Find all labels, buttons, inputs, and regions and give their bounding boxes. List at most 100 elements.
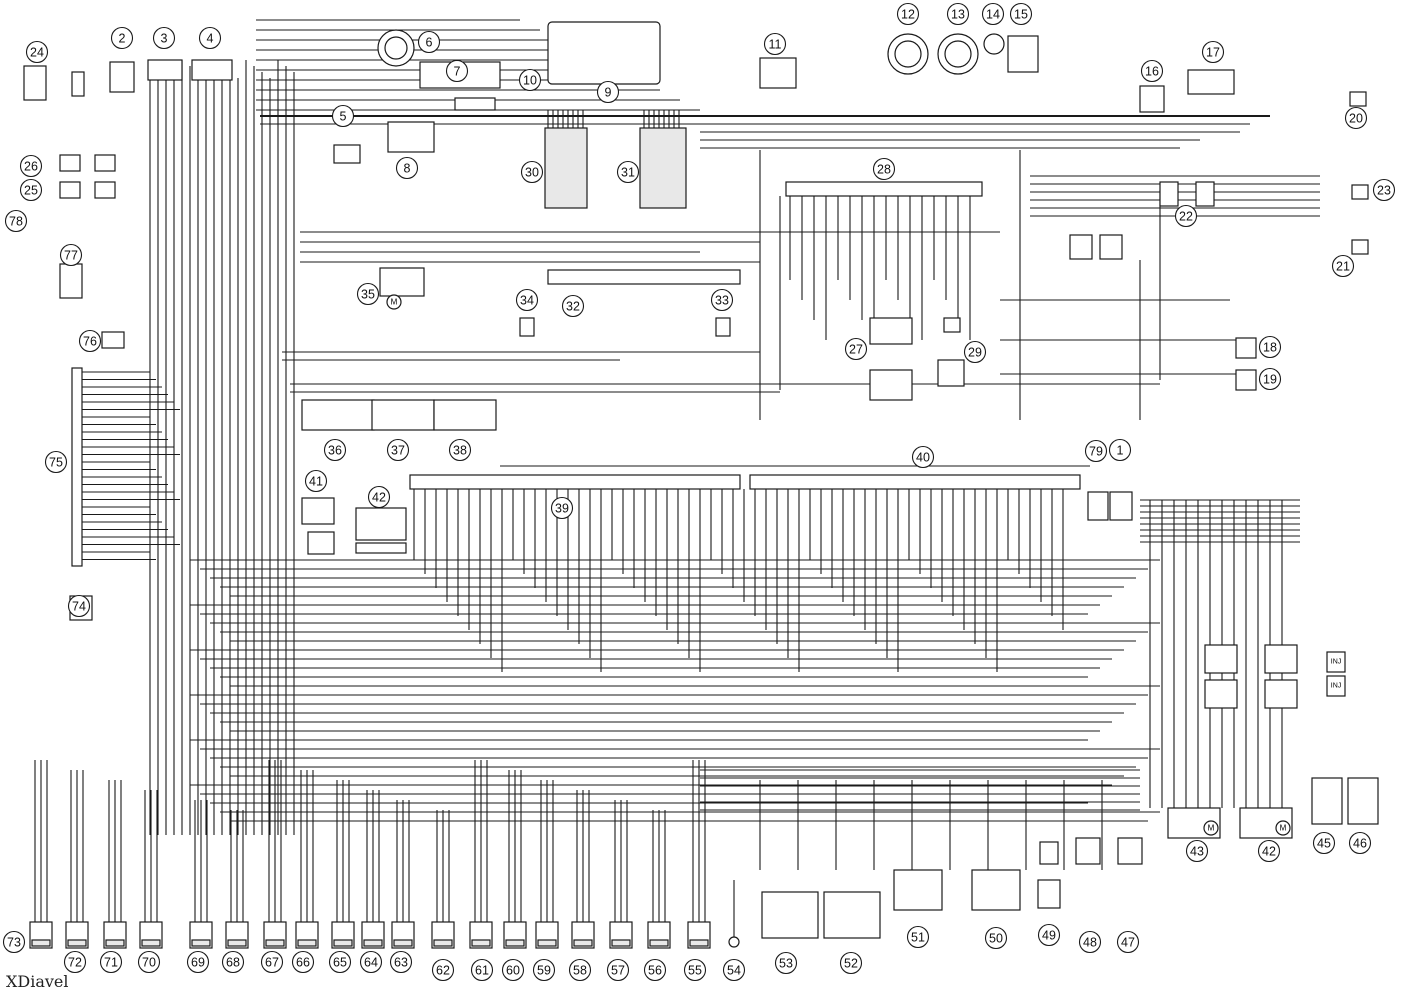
callout-71: 71 <box>99 950 123 974</box>
callout-circle <box>110 26 134 50</box>
bottom-sensor-pins <box>67 939 87 947</box>
callout-79: 79 <box>1084 439 1108 463</box>
callout-76: 76 <box>78 329 102 353</box>
callout-circle <box>395 156 419 180</box>
bottom-sensor-pins <box>505 939 525 947</box>
callout-circle <box>137 950 161 974</box>
callout-29: 29 <box>963 340 987 364</box>
component-25-connector-a <box>59 181 81 199</box>
callout-59: 59 <box>532 958 556 982</box>
bottom-sensor-pins <box>105 939 125 947</box>
callout-number: 68 <box>226 956 240 970</box>
throttle-connector-a <box>1204 644 1238 674</box>
callout-7: 7 <box>445 59 469 83</box>
callout-17: 17 <box>1201 40 1225 64</box>
callout-number: 32 <box>566 300 580 314</box>
callout-number: 12 <box>901 8 915 22</box>
callout-48: 48 <box>1078 930 1102 954</box>
throttle-connector-b <box>1204 679 1238 709</box>
callout-circle <box>19 178 43 202</box>
component-8-relay <box>387 121 435 153</box>
throttle-connector-d <box>1264 679 1298 709</box>
callout-number: 36 <box>328 444 342 458</box>
component-22-connector-a <box>1159 181 1179 207</box>
callout-number: 6 <box>426 36 433 50</box>
callout-number: 74 <box>72 600 86 614</box>
callout-circle <box>291 950 315 974</box>
callout-circle <box>445 59 469 83</box>
callout-31: 31 <box>616 160 640 184</box>
callout-69: 69 <box>186 950 210 974</box>
callout-number: 78 <box>9 215 23 229</box>
injector-connector-2 <box>1326 675 1346 697</box>
callout-number: 56 <box>648 964 662 978</box>
component-23-connector <box>1351 184 1369 200</box>
callout-circle <box>386 438 410 462</box>
callout-circle <box>1185 839 1209 863</box>
callout-circle <box>896 2 920 26</box>
callout-circle <box>616 160 640 184</box>
callout-circle <box>963 340 987 364</box>
motor-43-symbol: M <box>1208 824 1215 833</box>
callout-circle <box>78 329 102 353</box>
callout-number: 54 <box>727 964 741 978</box>
callout-circle <box>44 450 68 474</box>
component-9-battery <box>547 21 661 85</box>
callout-number: 14 <box>986 8 1000 22</box>
callout-circle <box>561 294 585 318</box>
callout-circle <box>1174 204 1198 228</box>
connector-right-a <box>1069 234 1093 260</box>
callout-number: 67 <box>265 956 279 970</box>
callout-8: 8 <box>395 156 419 180</box>
callout-13: 13 <box>946 2 970 26</box>
callout-number: 13 <box>951 8 965 22</box>
callout-circle <box>872 157 896 181</box>
callout-51: 51 <box>906 925 930 949</box>
callout-28: 28 <box>872 157 896 181</box>
bottom-sensor-pins <box>265 939 285 947</box>
callout-circle <box>643 958 667 982</box>
callout-circle <box>710 288 734 312</box>
callout-60: 60 <box>501 958 525 982</box>
callout-20: 20 <box>1344 106 1368 130</box>
wiring-harness <box>34 19 1320 922</box>
motor-35-symbol: M <box>391 298 398 307</box>
callout-18: 18 <box>1258 335 1282 359</box>
callout-number: 25 <box>24 184 38 198</box>
bottom-sensor-pins <box>573 939 593 947</box>
callout-75: 75 <box>44 450 68 474</box>
component-50-coil <box>971 869 1021 911</box>
callout-number: 46 <box>1353 837 1367 851</box>
callout-22: 22 <box>1174 204 1198 228</box>
bottom-sensors-row <box>29 880 740 949</box>
bottom-sensor-pins <box>537 939 557 947</box>
callout-circle <box>596 80 620 104</box>
callout-circle <box>63 950 87 974</box>
callout-circle <box>550 496 574 520</box>
callout-number: 58 <box>573 964 587 978</box>
callout-circle <box>470 958 494 982</box>
callout-number: 31 <box>621 166 635 180</box>
callout-number: 3 <box>161 32 168 46</box>
bottom-sensor-pins <box>433 939 453 947</box>
callout-30: 30 <box>520 160 544 184</box>
callout-37: 37 <box>386 438 410 462</box>
component-28-connector <box>785 181 983 197</box>
component-76-connector <box>101 331 125 349</box>
callout-circle <box>328 950 352 974</box>
component-29-connector <box>943 317 961 333</box>
callout-circle <box>1312 831 1336 855</box>
callout-12: 12 <box>896 2 920 26</box>
callout-number: 22 <box>1179 210 1193 224</box>
component-41-box <box>301 497 335 525</box>
callout-number: 53 <box>779 957 793 971</box>
component-27-connector <box>869 317 913 345</box>
callout-43: 43 <box>1185 839 1209 863</box>
callout-55: 55 <box>683 958 707 982</box>
callout-57: 57 <box>606 958 630 982</box>
callout-number: 23 <box>1377 184 1391 198</box>
callout-circle <box>722 958 746 982</box>
component-18-connector <box>1235 337 1257 359</box>
component-37-relay <box>371 399 435 431</box>
